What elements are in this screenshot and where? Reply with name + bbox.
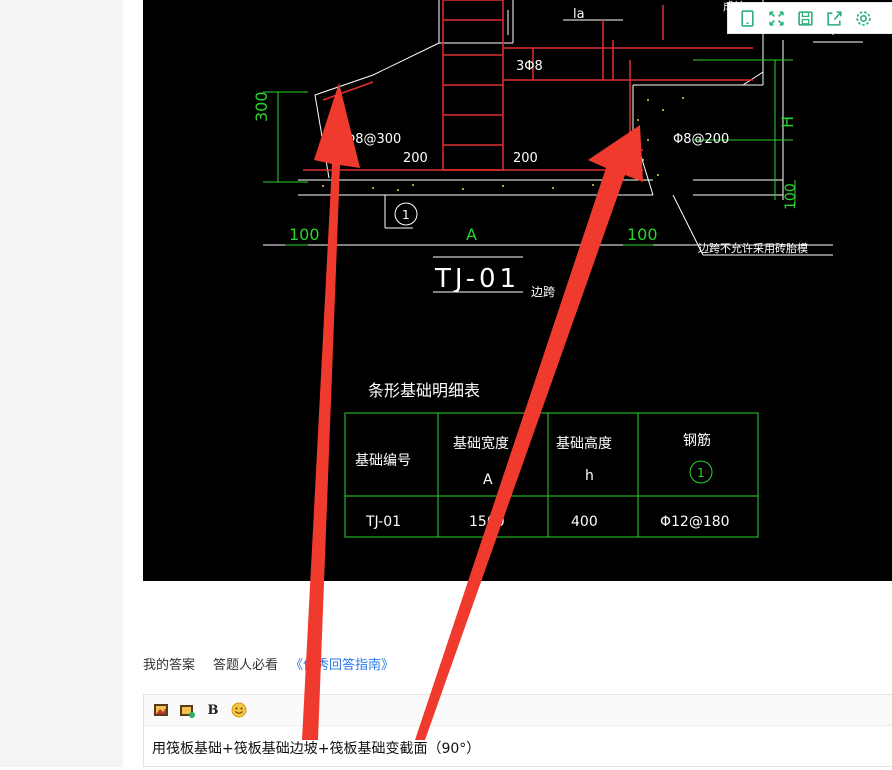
share-icon[interactable] [821, 5, 847, 31]
cad-table-header-code: 基础编号 [355, 452, 411, 469]
cad-label-200-left: 200 [403, 151, 428, 166]
cad-note-side: 边跨不允许采用砖胎模 [698, 241, 808, 255]
editor-text[interactable]: 用筏板基础+筏板基础边坡+筏板基础变截面（90°） [152, 741, 481, 757]
cad-dim-h: H [778, 116, 797, 128]
my-answer-label: 我的答案 [143, 658, 196, 673]
cad-table-sub-height: h [585, 468, 594, 484]
cad-drawing-image: la 3Φ8 Φ8@300 200 200 Φ8@200 边跨不允许采用砖胎模 … [143, 0, 892, 581]
emoji-icon[interactable] [230, 701, 248, 719]
cad-table-cell-width: 1500 [469, 514, 505, 530]
bold-icon[interactable]: B [207, 702, 219, 718]
cad-table-header-width: 基础宽度 [453, 435, 509, 452]
cad-dim-a: A [466, 225, 477, 244]
image-toolbar [727, 2, 892, 34]
cad-title-sub: 边跨 [531, 285, 555, 299]
editor-toolbar: B [144, 695, 892, 726]
must-read-label: 答题人必看 [213, 658, 279, 673]
cad-table-cell-code: TJ-01 [365, 514, 401, 530]
cad-circle-label: 1 [402, 208, 410, 222]
left-gutter [0, 0, 123, 767]
settings-icon[interactable] [850, 5, 876, 31]
answer-editor[interactable]: B 用筏板基础+筏板基础边坡+筏板基础变截面（90°） [143, 694, 892, 767]
cad-dim-100-left: 100 [289, 225, 320, 244]
insert-photo-icon[interactable] [178, 701, 196, 719]
cad-table-cell-height: 400 [571, 514, 598, 530]
cad-dim-100-mid: 100 [627, 225, 658, 244]
cad-label-la: la [573, 7, 585, 22]
cad-table-circle [689, 460, 713, 484]
cad-table-sub-rebar: 1 [697, 466, 705, 480]
cad-table-sub-width: A [483, 472, 493, 488]
insert-image-icon[interactable] [152, 701, 170, 719]
answer-bar: 我的答案 答题人必看 《优秀回答指南》 [143, 654, 394, 673]
cad-label-3phi8: 3Φ8 [516, 59, 543, 74]
cad-label-200-right: 200 [513, 151, 538, 166]
cad-label-phi8-200: Φ8@200 [673, 132, 729, 147]
tablet-icon[interactable] [734, 5, 760, 31]
cad-dim-300: 300 [252, 91, 271, 122]
cad-table-header-rebar: 钢筋 [683, 432, 711, 449]
cad-table-title: 条形基础明细表 [368, 381, 480, 400]
cad-table-cell-rebar: Φ12@180 [660, 514, 730, 530]
guide-link[interactable]: 《优秀回答指南》 [290, 658, 395, 673]
cad-label-phi8-300: Φ8@300 [345, 132, 401, 147]
save-icon[interactable] [792, 5, 818, 31]
expand-icon[interactable] [763, 5, 789, 31]
cad-dim-100-right: 100 [783, 183, 799, 210]
cad-table-header-height: 基础高度 [556, 435, 612, 452]
cad-title-tj01: TJ-01 [434, 264, 520, 294]
